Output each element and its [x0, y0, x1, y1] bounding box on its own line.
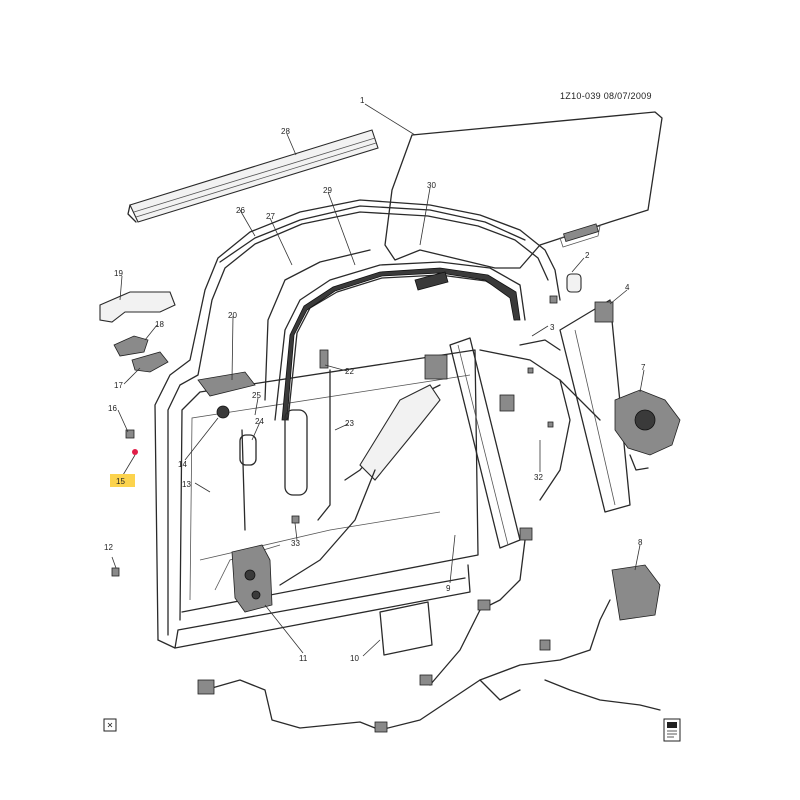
callout-18: 18 [155, 320, 164, 329]
callout-2: 2 [585, 251, 590, 260]
door-seal [219, 205, 526, 263]
callout-11: 11 [299, 654, 308, 663]
callout-12: 12 [104, 543, 113, 552]
callout-33: 33 [291, 539, 300, 548]
label-plate [379, 601, 433, 656]
outside-handle [99, 291, 256, 419]
callout-27: 27 [266, 212, 275, 221]
callout-15: 15 [116, 477, 125, 486]
fasteners [111, 273, 582, 577]
callout-19: 19 [114, 269, 123, 278]
callout-23: 23 [345, 419, 354, 428]
callout-15-highlight [110, 474, 135, 487]
door-frame [154, 199, 561, 649]
door-latch [231, 544, 273, 613]
wiring-harness [197, 527, 661, 733]
window-run-channel [264, 249, 526, 421]
callout-14: 14 [178, 460, 187, 469]
corner-arrow-icon [107, 722, 113, 728]
belt-molding [127, 129, 379, 223]
window-regulator [424, 299, 631, 549]
callout-17: 17 [114, 381, 123, 390]
callout-7: 7 [641, 363, 646, 372]
document-icon [663, 718, 681, 742]
callout-8: 8 [638, 538, 643, 547]
window-motor [614, 389, 681, 471]
callout-1: 1 [360, 96, 365, 105]
callout-10: 10 [350, 654, 359, 663]
callout-30: 30 [427, 181, 436, 190]
callout-29: 29 [323, 186, 332, 195]
callout-28: 28 [281, 127, 290, 136]
callout-20: 20 [228, 311, 237, 320]
callout-13: 13 [182, 480, 191, 489]
leader-lines [111, 103, 645, 657]
callout-3: 3 [550, 323, 555, 332]
inner-cables [239, 349, 441, 586]
callout-24: 24 [255, 417, 264, 426]
callout-22: 22 [345, 367, 354, 376]
window-glass [384, 111, 663, 269]
callout-25: 25 [252, 391, 261, 400]
callout-32: 32 [534, 473, 543, 482]
reference-code: 1Z10-039 08/07/2009 [560, 91, 652, 101]
callout-4: 4 [625, 283, 630, 292]
callout-16: 16 [108, 404, 117, 413]
callouts: 1 2 4 7 8 9 10 11 12 13 14 15 16 17 18 1… [104, 96, 646, 663]
callout-26: 26 [236, 206, 245, 215]
callout-9: 9 [446, 584, 451, 593]
